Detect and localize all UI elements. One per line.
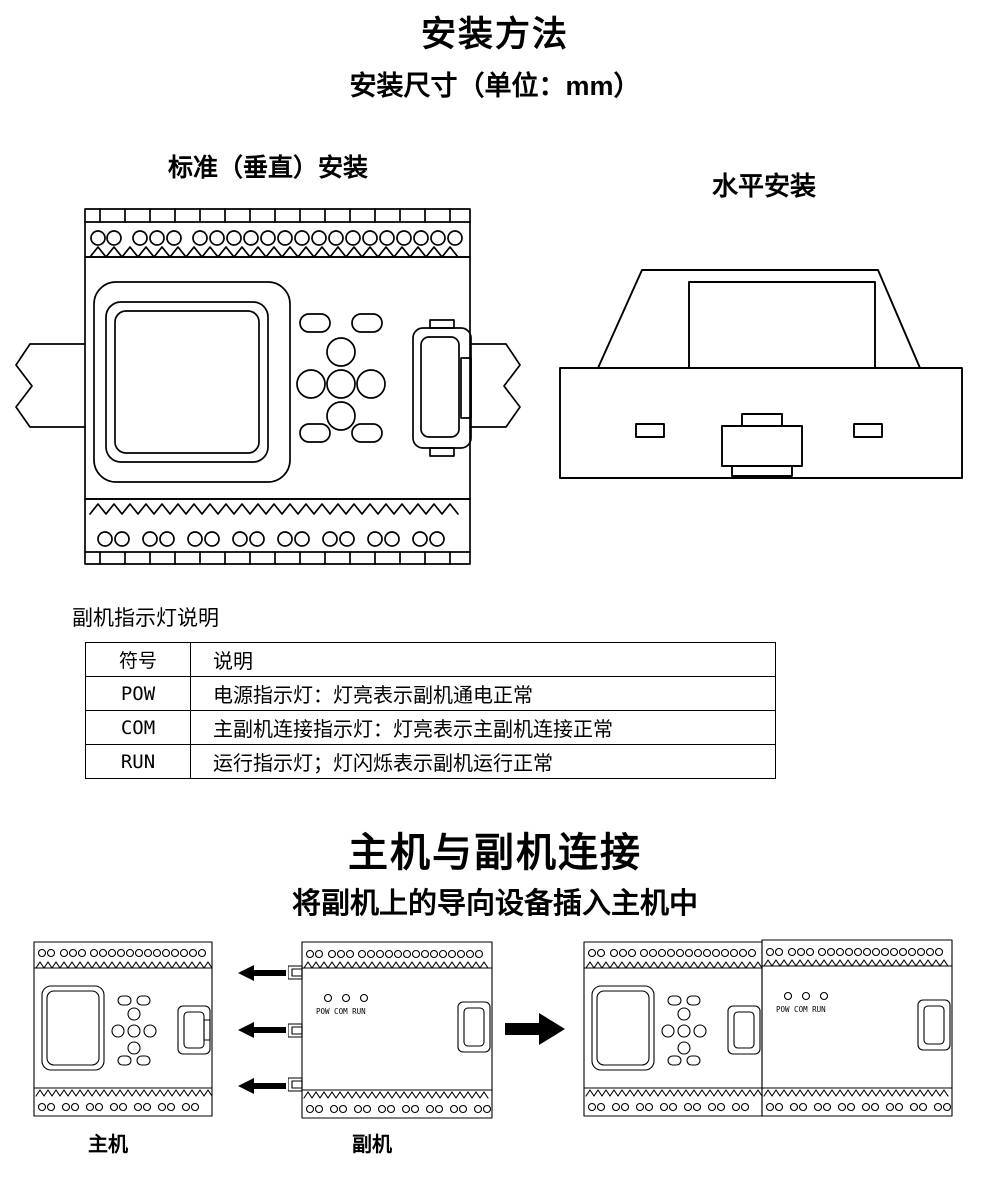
page-title: 安装方法 (420, 15, 569, 54)
connected-units-diagram: POW COM RUN (578, 938, 970, 1123)
rail-clip (721, 413, 803, 477)
run-symbol: RUN (85, 744, 191, 779)
horizontal-install-label: 水平安装 (712, 171, 817, 201)
slave-guide-plugs (288, 965, 303, 1092)
din-rail-base (559, 367, 963, 479)
slave-unit-diagram: POW COM RUN (288, 940, 498, 1120)
indicator-row-run: RUN 运行指示灯；灯闪烁表示副机运行正常 (85, 744, 776, 779)
master-unit-label: 主机 (88, 1132, 128, 1156)
slave-bottom-terminals (301, 1089, 493, 1119)
connected-slave-unit: POW COM RUN (761, 939, 953, 1117)
indicator-table: 符号 说明 POW 电源指示灯：灯亮表示副机通电正常 COM 主副机连接指示灯：… (85, 642, 776, 779)
run-desc: 运行指示灯；灯闪烁表示副机运行正常 (190, 744, 776, 779)
display-window (105, 301, 269, 463)
indicator-row-com: COM 主副机连接指示灯：灯亮表示主副机连接正常 (85, 710, 776, 745)
merge-arrow-icon (503, 1008, 568, 1050)
slave-body: POW COM RUN (301, 967, 493, 1091)
indicator-row-pow: POW 电源指示灯：灯亮表示副机通电正常 (85, 676, 776, 711)
pow-desc: 电源指示灯：灯亮表示副机通电正常 (190, 676, 776, 711)
vertical-install-label: 标准（垂直）安装 (168, 154, 369, 182)
insert-direction-arrows (236, 950, 288, 1098)
bottom-terminal-block (84, 498, 471, 565)
page-subtitle: 安装尺寸（单位：mm） (349, 71, 641, 101)
vertical-install-diagram (10, 202, 530, 570)
horizontal-install-diagram (556, 256, 968, 484)
connection-section-title: 主机与副机连接 (348, 831, 642, 875)
com-symbol: COM (85, 710, 191, 745)
device-profile (597, 269, 921, 369)
connected-master-unit (583, 941, 763, 1117)
keypad (296, 313, 386, 443)
indicator-table-header-row: 符号 说明 (85, 642, 776, 677)
slave-unit-label: 副机 (352, 1132, 392, 1156)
master-bottom-terminals (33, 1087, 213, 1117)
din-rail-right (469, 343, 521, 428)
top-terminal-block (84, 208, 471, 258)
master-top-terminals (33, 941, 213, 969)
desc-column-header: 说明 (190, 642, 776, 677)
slave-top-terminals (301, 941, 493, 969)
din-rail-left (15, 343, 86, 428)
connection-section-subtitle: 将副机上的导向设备插入主机中 (291, 888, 698, 920)
status-leds (323, 993, 369, 1003)
pow-symbol: POW (85, 676, 191, 711)
side-connector (412, 319, 472, 457)
master-unit-diagram (28, 938, 218, 1123)
com-desc: 主副机连接指示灯：灯亮表示主副机连接正常 (190, 710, 776, 745)
led-labels-text: POW COM RUN (316, 1007, 366, 1016)
symbol-column-header: 符号 (85, 642, 191, 677)
master-body (33, 967, 213, 1089)
indicator-section-heading: 副机指示灯说明 (72, 607, 219, 630)
led-labels-text: POW COM RUN (776, 1005, 826, 1014)
